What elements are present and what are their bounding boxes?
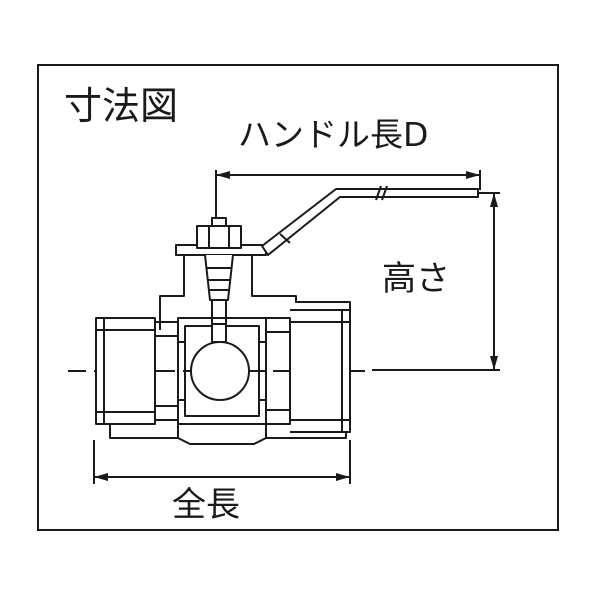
arrow-down-icon: [490, 356, 498, 370]
stem-nut: [196, 217, 242, 249]
overall-length-label: 全長: [172, 485, 240, 525]
overall-length-dimension: [93, 440, 351, 484]
stem: [204, 254, 234, 325]
handle-length-dimension: [215, 170, 481, 236]
arrow-left-icon: [216, 171, 230, 179]
handle-length-label: ハンドル長D: [238, 115, 429, 154]
height-dimension: [372, 192, 500, 371]
arrow-up-icon: [490, 193, 498, 207]
diagram-frame: [37, 64, 559, 531]
arrow-right-icon: [336, 473, 350, 481]
arrow-right-icon: [466, 171, 480, 179]
handle-lever: [175, 185, 479, 256]
arrow-left-icon: [94, 473, 108, 481]
diagram-title: 寸法図: [64, 84, 179, 128]
valve-body: [95, 256, 351, 445]
ball: [190, 323, 250, 401]
height-label: 高さ: [382, 259, 450, 299]
